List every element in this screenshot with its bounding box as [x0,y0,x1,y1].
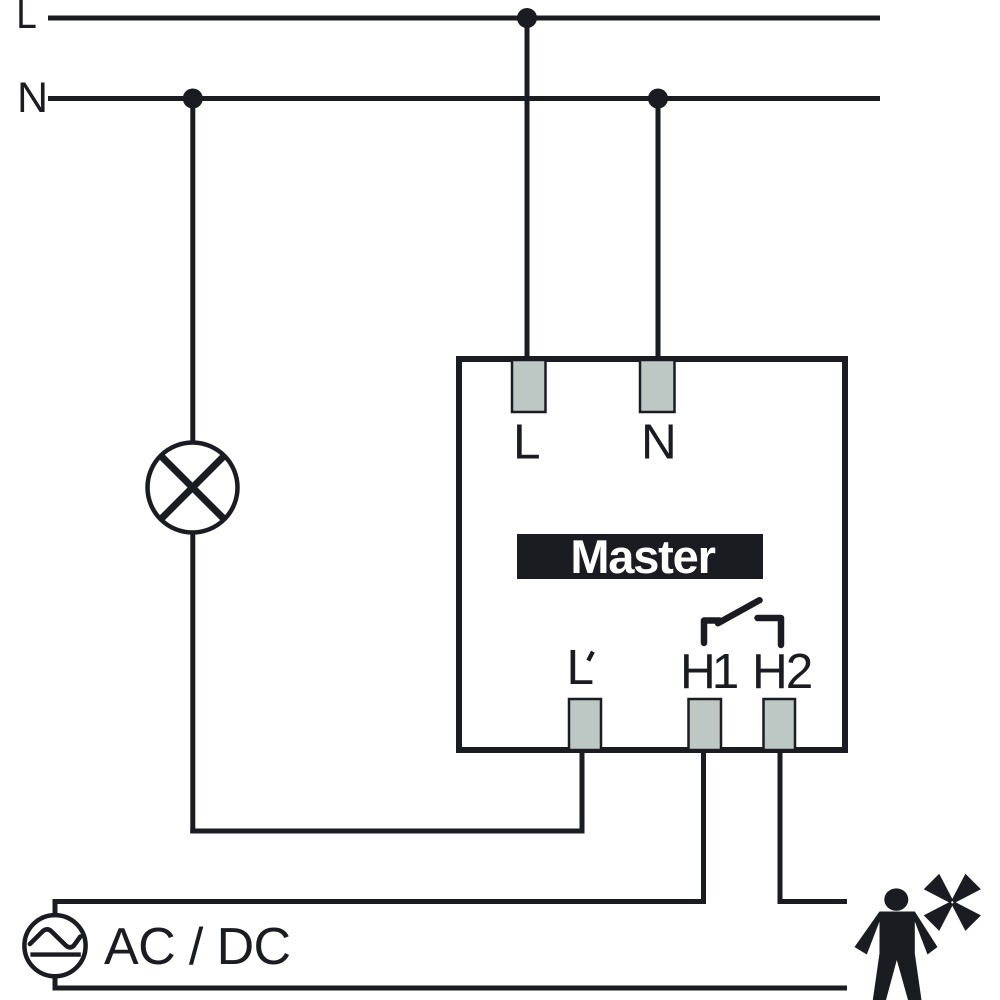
svg-text:H1: H1 [680,644,739,699]
svg-text:N: N [17,74,48,122]
svg-text:L: L [513,415,541,470]
svg-text:N: N [641,415,677,470]
svg-text:L: L [567,640,595,695]
svg-text:AC / DC: AC / DC [104,918,290,976]
svg-text:H2: H2 [752,644,813,699]
svg-text:L: L [16,0,37,38]
svg-text:Master: Master [570,530,715,583]
